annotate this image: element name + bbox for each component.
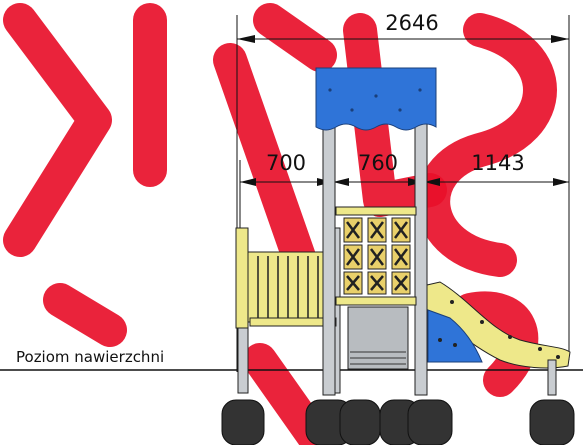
ground-level-label: Poziom nawierzchni xyxy=(16,348,164,366)
roof xyxy=(315,67,437,131)
tic-tac-toe-panel xyxy=(343,217,411,295)
slide-side-panel xyxy=(427,309,483,363)
concrete-footings xyxy=(221,399,575,445)
left-width-label: 700 xyxy=(266,151,306,175)
watermark xyxy=(3,3,557,445)
right-width-label: 1143 xyxy=(471,151,524,175)
overall-width-label: 2646 xyxy=(385,11,438,35)
middle-width-label: 760 xyxy=(358,151,398,175)
playground-structure xyxy=(221,67,575,445)
